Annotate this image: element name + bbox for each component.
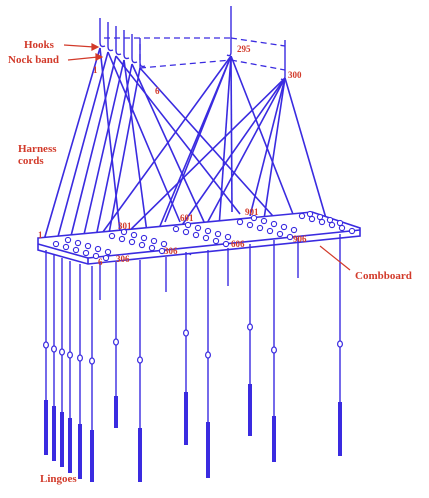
cord-eyes — [42, 323, 344, 365]
harness-cords-label-line2: cords — [18, 155, 44, 167]
hook-number-300: 300 — [288, 70, 302, 80]
nock-band — [104, 37, 286, 71]
hole-number-906: 906 — [293, 234, 307, 244]
hole-number-1: 1 — [38, 230, 43, 240]
hole-number-606: 606 — [231, 239, 245, 249]
hole-number-601: 601 — [180, 213, 194, 223]
hole-number-901: 901 — [245, 207, 259, 217]
lingoes — [44, 384, 342, 482]
nock-band-label: Nock band — [8, 54, 59, 66]
hooks-label: Hooks — [24, 39, 55, 51]
lingo-cords — [45, 234, 341, 430]
hook-number-1: 1 — [93, 65, 98, 75]
hook-number-6: 6 — [155, 86, 160, 96]
hole-number-301: 301 — [118, 221, 132, 231]
comb-board-holes — [52, 210, 356, 262]
lingoes-label: Lingoes — [40, 473, 77, 485]
harness-cords-label-line1: Harness — [18, 143, 57, 155]
hole-number-306-left: 306 — [116, 254, 130, 264]
comb-board-label: Combboard — [355, 270, 412, 282]
hole-number-306-right: 306 — [164, 246, 178, 256]
hook-number-295: 295 — [237, 44, 251, 54]
label-arrows — [63, 43, 351, 271]
harness-cords — [43, 47, 331, 261]
hole-number-6: 6 — [98, 257, 103, 267]
hooks-group — [99, 6, 286, 81]
